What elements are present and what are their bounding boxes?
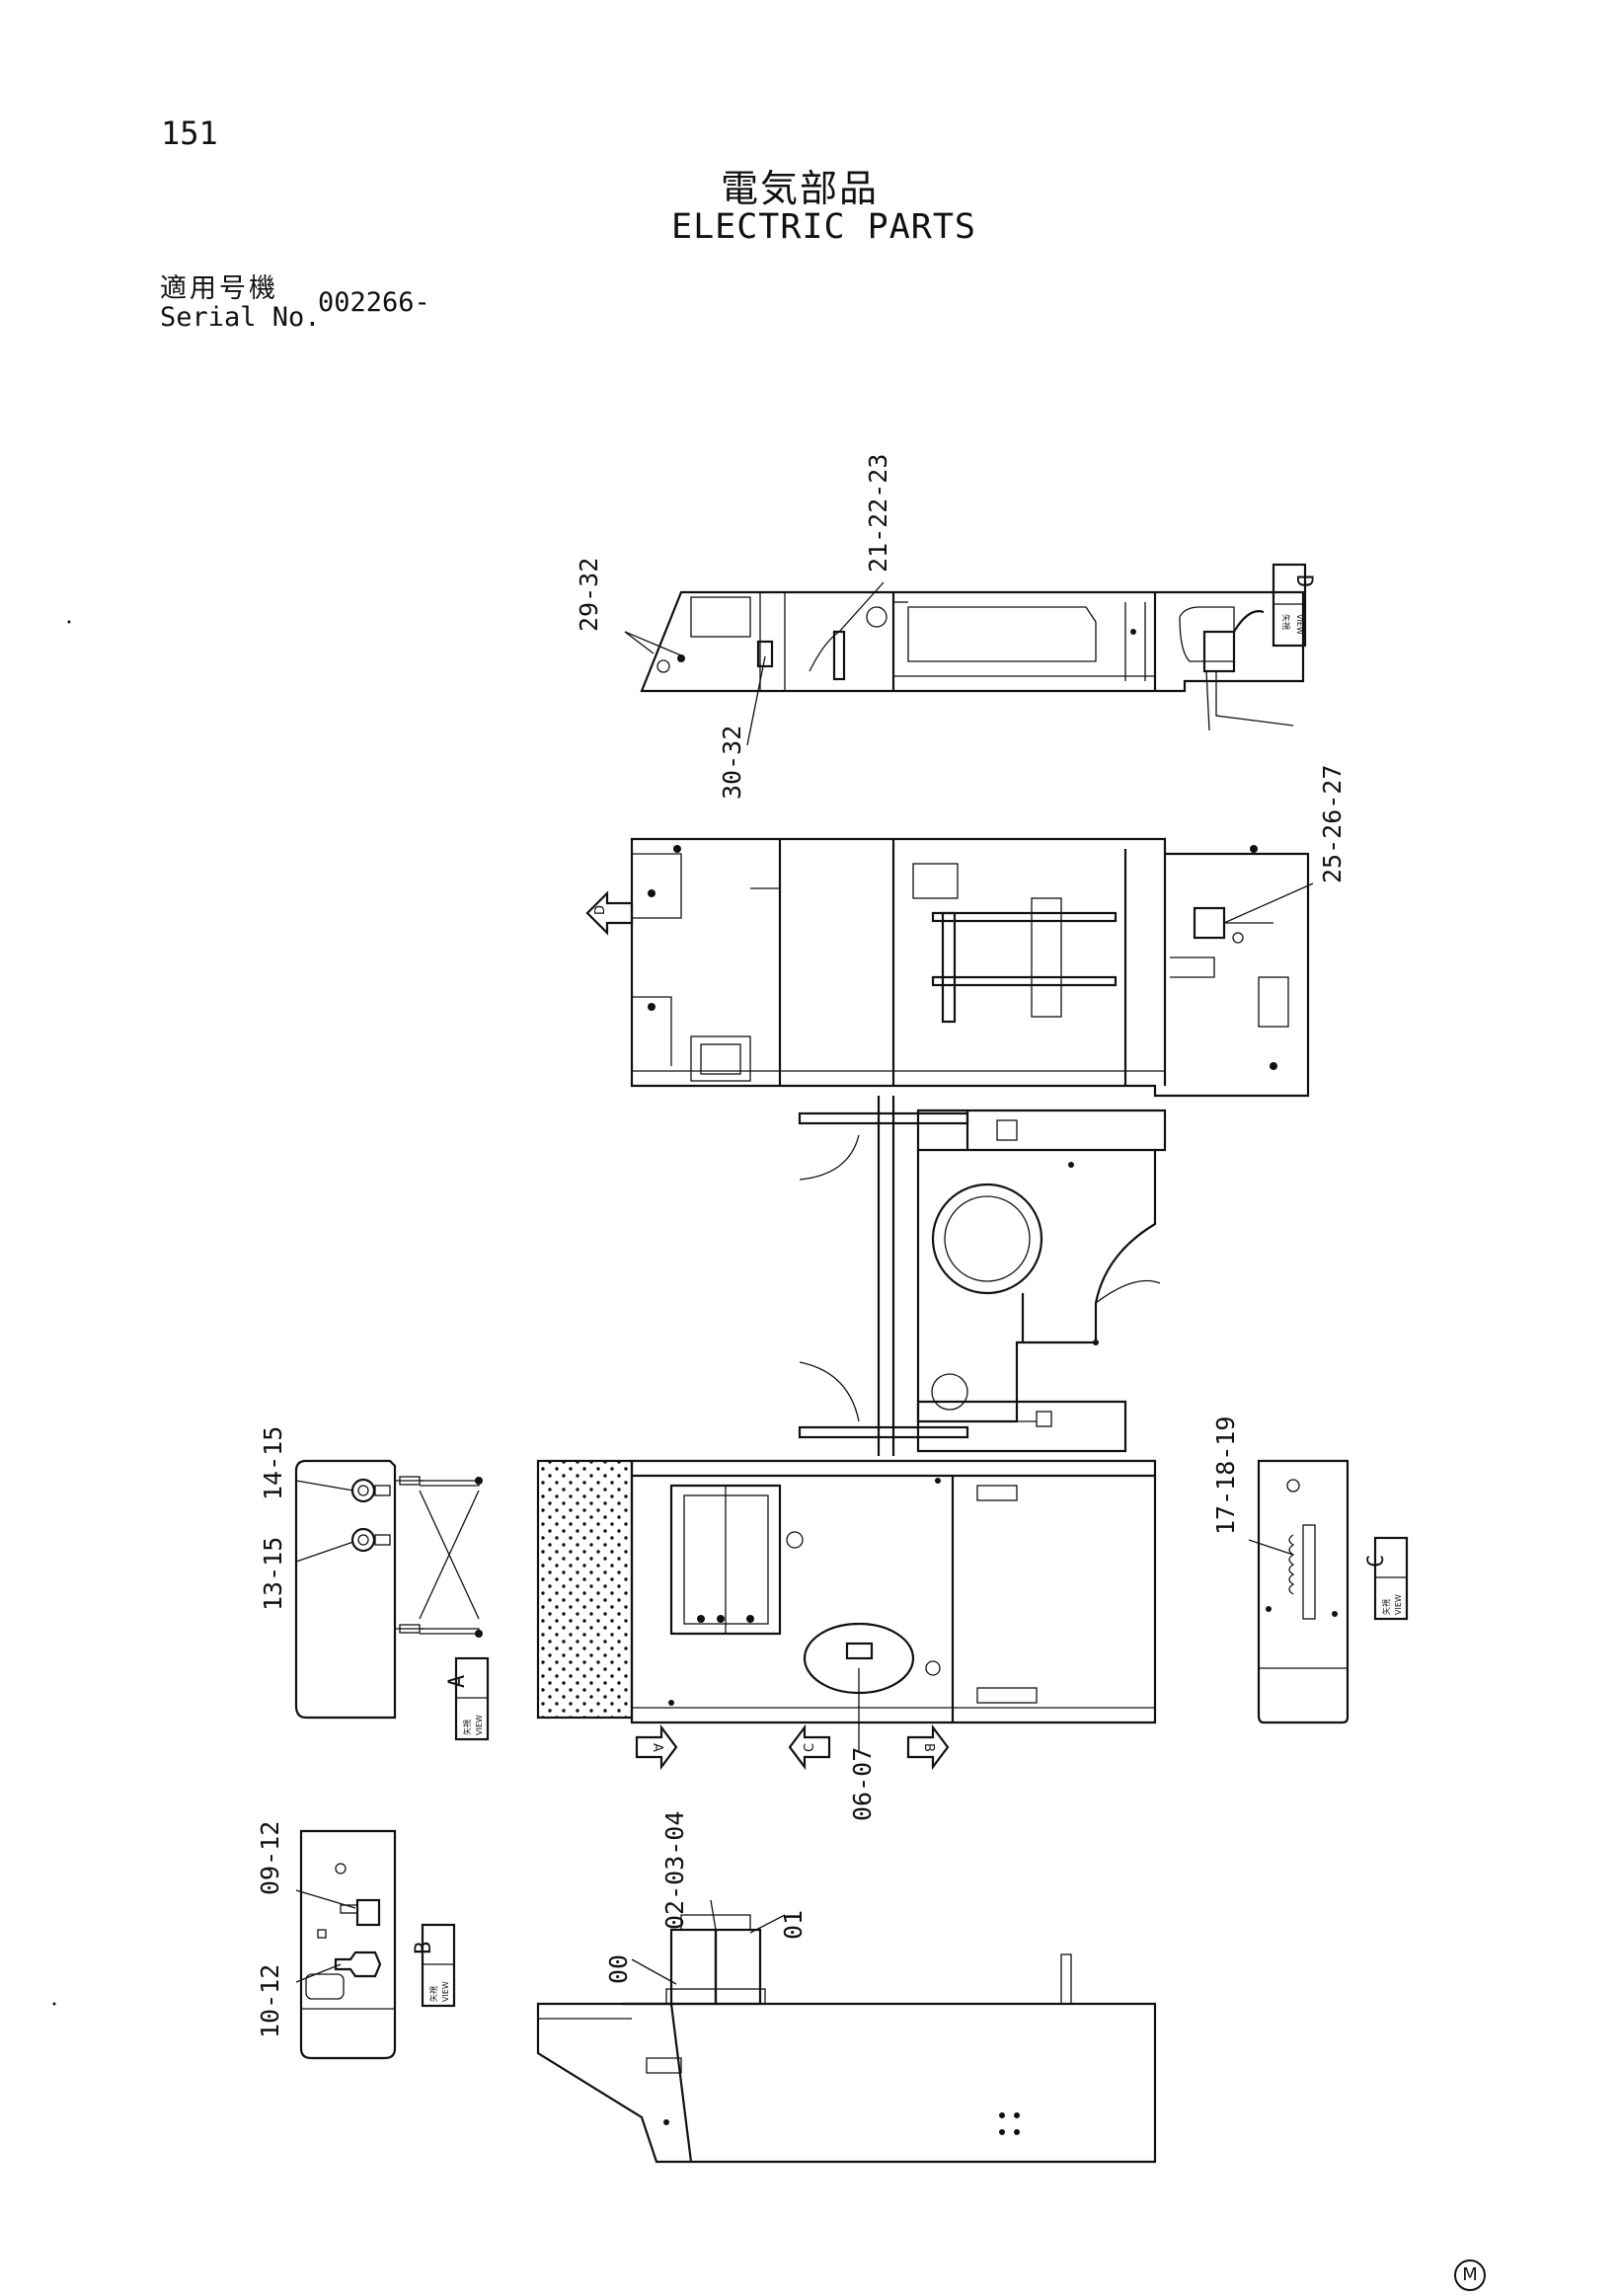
callout-label: 01 bbox=[779, 1910, 808, 1940]
view-key-en: VIEW bbox=[441, 1981, 450, 2002]
callout-label: 09-12 bbox=[256, 1821, 284, 1895]
direction-arrows bbox=[585, 890, 950, 1771]
view-key: 矢視 bbox=[1381, 1599, 1391, 1615]
callout-label: 00 bbox=[604, 1954, 633, 1984]
arrow-marker-letter: A bbox=[650, 1743, 664, 1752]
callout-label: 14-15 bbox=[259, 1426, 287, 1500]
view-box-d: D 矢視 VIEW bbox=[1272, 563, 1316, 648]
leader-lines bbox=[295, 581, 1314, 1985]
serial-number-value: 002266- bbox=[318, 287, 430, 318]
view-letter: D bbox=[1291, 574, 1316, 587]
view-letter: A bbox=[445, 1675, 470, 1688]
callout-labels: 29-32 21-22-23 30-32 25-26-27 14-15 13-1… bbox=[256, 454, 1347, 2038]
arrow-marker-letters: D A C B bbox=[593, 905, 936, 1752]
view-key-en: VIEW bbox=[1394, 1594, 1403, 1615]
lower-frame-assembly bbox=[536, 1459, 1157, 1724]
view-b-assembly bbox=[299, 1829, 397, 2060]
callout-label: 02-03-04 bbox=[660, 1811, 689, 1930]
callout-label: 06-07 bbox=[848, 1747, 877, 1821]
view-a-assembly bbox=[294, 1459, 483, 1720]
view-box-a: A 矢視 VIEW bbox=[445, 1656, 490, 1741]
stray-mark bbox=[52, 2002, 56, 2006]
view-letter: C bbox=[1364, 1555, 1389, 1568]
serial-label-japanese: 適用号機 bbox=[160, 273, 278, 304]
callout-label: 25-26-27 bbox=[1318, 765, 1347, 883]
stray-mark bbox=[67, 620, 71, 624]
title-japanese: 電気部品 bbox=[721, 167, 880, 210]
callout-label: 21-22-23 bbox=[864, 454, 892, 573]
battery-assembly bbox=[536, 1914, 1157, 2164]
view-box-c: C 矢視 VIEW bbox=[1364, 1536, 1409, 1621]
arrow-marker-letter: B bbox=[921, 1743, 936, 1752]
serial-label-english: Serial No. bbox=[160, 302, 321, 333]
view-letter: B bbox=[412, 1942, 436, 1954]
view-box-b: B 矢視 VIEW bbox=[412, 1923, 456, 2008]
title-english: ELECTRIC PARTS bbox=[671, 207, 977, 247]
swing-frame-assembly bbox=[798, 1096, 1167, 1456]
page-number: 151 bbox=[161, 115, 218, 152]
view-key: 矢視 bbox=[462, 1720, 472, 1735]
view-key-en: VIEW bbox=[1295, 614, 1304, 635]
callout-label: 29-32 bbox=[575, 558, 603, 632]
callout-label: 10-12 bbox=[256, 1964, 284, 2038]
callout-label: 30-32 bbox=[718, 726, 746, 800]
callout-label: 17-18-19 bbox=[1211, 1416, 1240, 1535]
view-key: 矢視 bbox=[428, 1986, 438, 2002]
view-c-assembly bbox=[1257, 1459, 1350, 1724]
arrow-marker-letter: D bbox=[593, 905, 608, 915]
view-key: 矢視 bbox=[1281, 614, 1291, 630]
arrow-marker-letter: C bbox=[803, 1743, 817, 1752]
callout-label: 13-15 bbox=[259, 1537, 287, 1611]
view-d-assembly bbox=[640, 590, 1305, 731]
view-key-en: VIEW bbox=[475, 1715, 484, 1735]
upper-frame-assembly bbox=[630, 837, 1310, 1098]
footer-mark: M bbox=[1454, 2259, 1486, 2291]
